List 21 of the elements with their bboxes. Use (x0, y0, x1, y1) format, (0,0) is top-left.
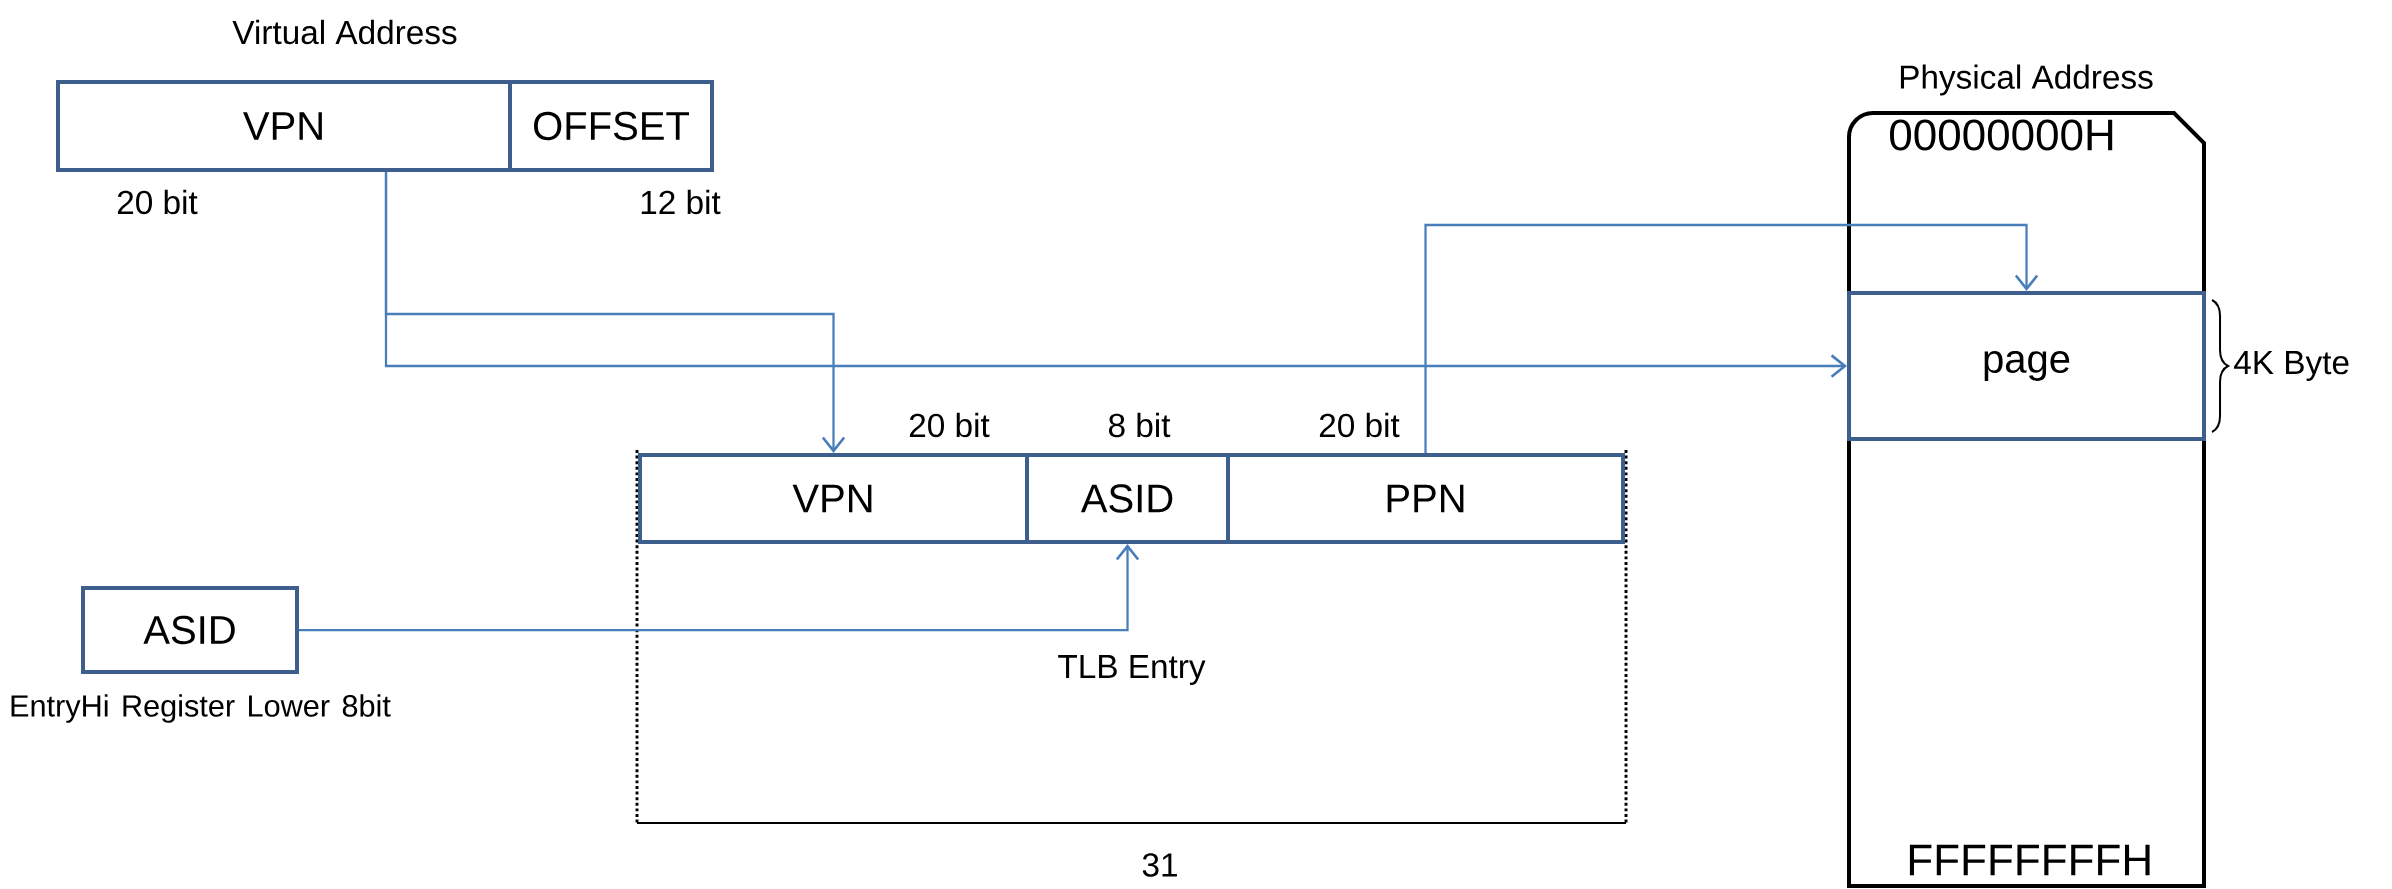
heading: Virtual Address (232, 19, 457, 45)
register-caption: EntryHi Register Lower 8bit (11, 694, 391, 723)
page-number: 31 (1142, 853, 1177, 877)
bit-label: 20 bit (1319, 412, 1400, 438)
size-label: 4K Byte (2234, 351, 2349, 381)
arrow (1424, 223, 2039, 453)
address-label: FFFFFFFFH (1909, 844, 2150, 876)
bit-label: 8 bit (1108, 412, 1171, 438)
arrow (384, 172, 1847, 378)
field-box: ASID (81, 586, 299, 674)
field-box: OFFSET (508, 80, 714, 172)
field-box: PPN (1226, 453, 1625, 544)
bit-label: 20 bit (117, 189, 198, 215)
column-heading: Physical Address (1900, 64, 2153, 96)
address-label: 00000000H (1890, 119, 2113, 151)
field-box: VPN (638, 453, 1029, 544)
bit-label: 20 bit (909, 412, 990, 438)
bit-label: 12 bit (641, 189, 721, 215)
field-box: ASID (1025, 453, 1230, 544)
arrow (299, 544, 1140, 632)
page-box: page (1847, 291, 2206, 441)
